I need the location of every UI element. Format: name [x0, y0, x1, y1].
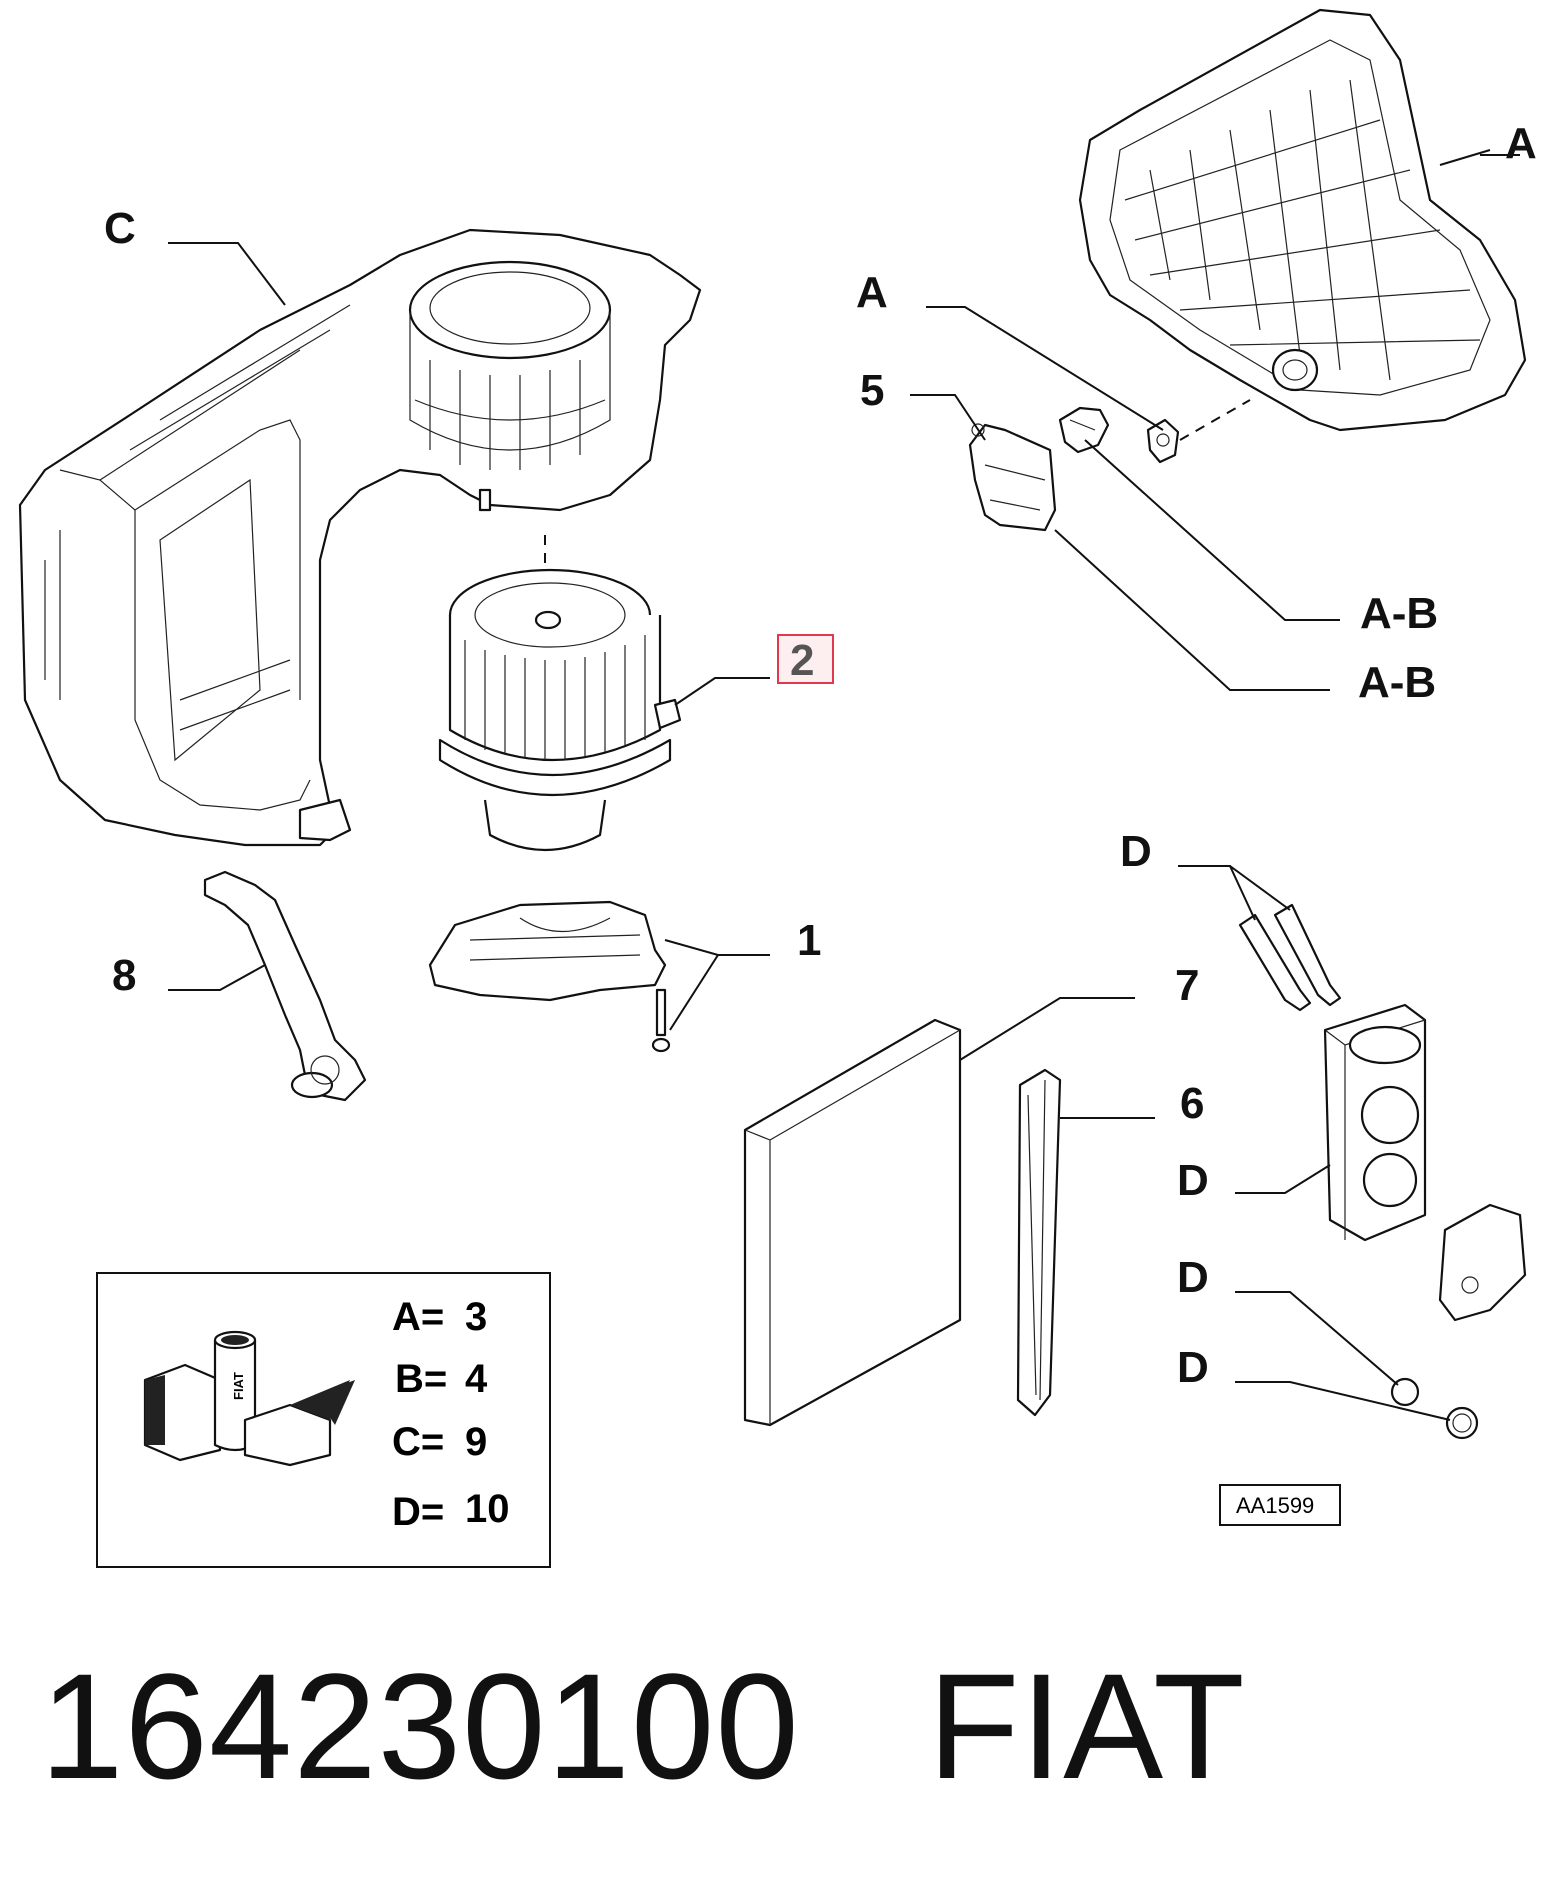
part-number: 164230100 [40, 1642, 800, 1810]
cabin-filter-illustration [743, 1018, 962, 1427]
footer-caption: 164230100 FIAT [40, 1640, 1246, 1813]
hvac-housing-illustration [18, 228, 702, 847]
drain-hose-illustration [203, 870, 367, 1102]
legend-a-key: A= [392, 1295, 444, 1339]
brand-name: FIAT [927, 1642, 1246, 1810]
callout-d-ring1: D [1177, 1253, 1209, 1302]
callout-7: 7 [1175, 961, 1199, 1010]
callout-d-valve: D [1177, 1156, 1209, 1205]
small-actuators-illustration [968, 399, 1251, 532]
filter-frame-illustration [1016, 1068, 1062, 1417]
blower-cover-illustration [428, 900, 671, 1053]
leader-lines [168, 154, 1520, 1421]
can-brand-text: FIAT [231, 1372, 246, 1400]
legend-c-key: C= [392, 1420, 444, 1464]
legend-b-key: B= [395, 1357, 447, 1401]
callout-1: 1 [797, 916, 821, 965]
legend-c-value: 9 [465, 1420, 487, 1464]
callout-d-bolts: D [1120, 827, 1152, 876]
grease-kit-icon: FIAT [143, 1330, 355, 1467]
blower-motor-illustration [438, 535, 682, 851]
callout-a-cover: A [1505, 119, 1537, 168]
diagram-code-box: AA1599 [1219, 1484, 1341, 1526]
callout-a-b-lower: A-B [1358, 658, 1436, 707]
callout-c: C [104, 204, 136, 253]
legend-box: FIAT A= 3 B= 4 C= 9 D= 10 [96, 1272, 551, 1568]
callout-d-ring2: D [1177, 1343, 1209, 1392]
callout-a-connector: A [856, 268, 888, 317]
callout-a-b-upper: A-B [1360, 589, 1438, 638]
legend-d-value: 10 [465, 1487, 510, 1531]
callout-6: 6 [1180, 1079, 1204, 1128]
expansion-valve-illustration [1238, 903, 1527, 1440]
diagram-code: AA1599 [1236, 1493, 1314, 1518]
legend-b-value: 4 [465, 1357, 488, 1401]
callout-5: 5 [860, 366, 884, 415]
callout-8: 8 [112, 951, 136, 1000]
callout-2-highlight: 2 [777, 634, 834, 685]
housing-cover-illustration [1078, 8, 1527, 432]
legend-d-key: D= [392, 1490, 444, 1534]
legend-a-value: 3 [465, 1295, 487, 1339]
callout-2: 2 [790, 636, 814, 685]
callout-labels: C A A 5 A-B A-B 2 1 8 D 7 6 D D D [104, 119, 1537, 1392]
